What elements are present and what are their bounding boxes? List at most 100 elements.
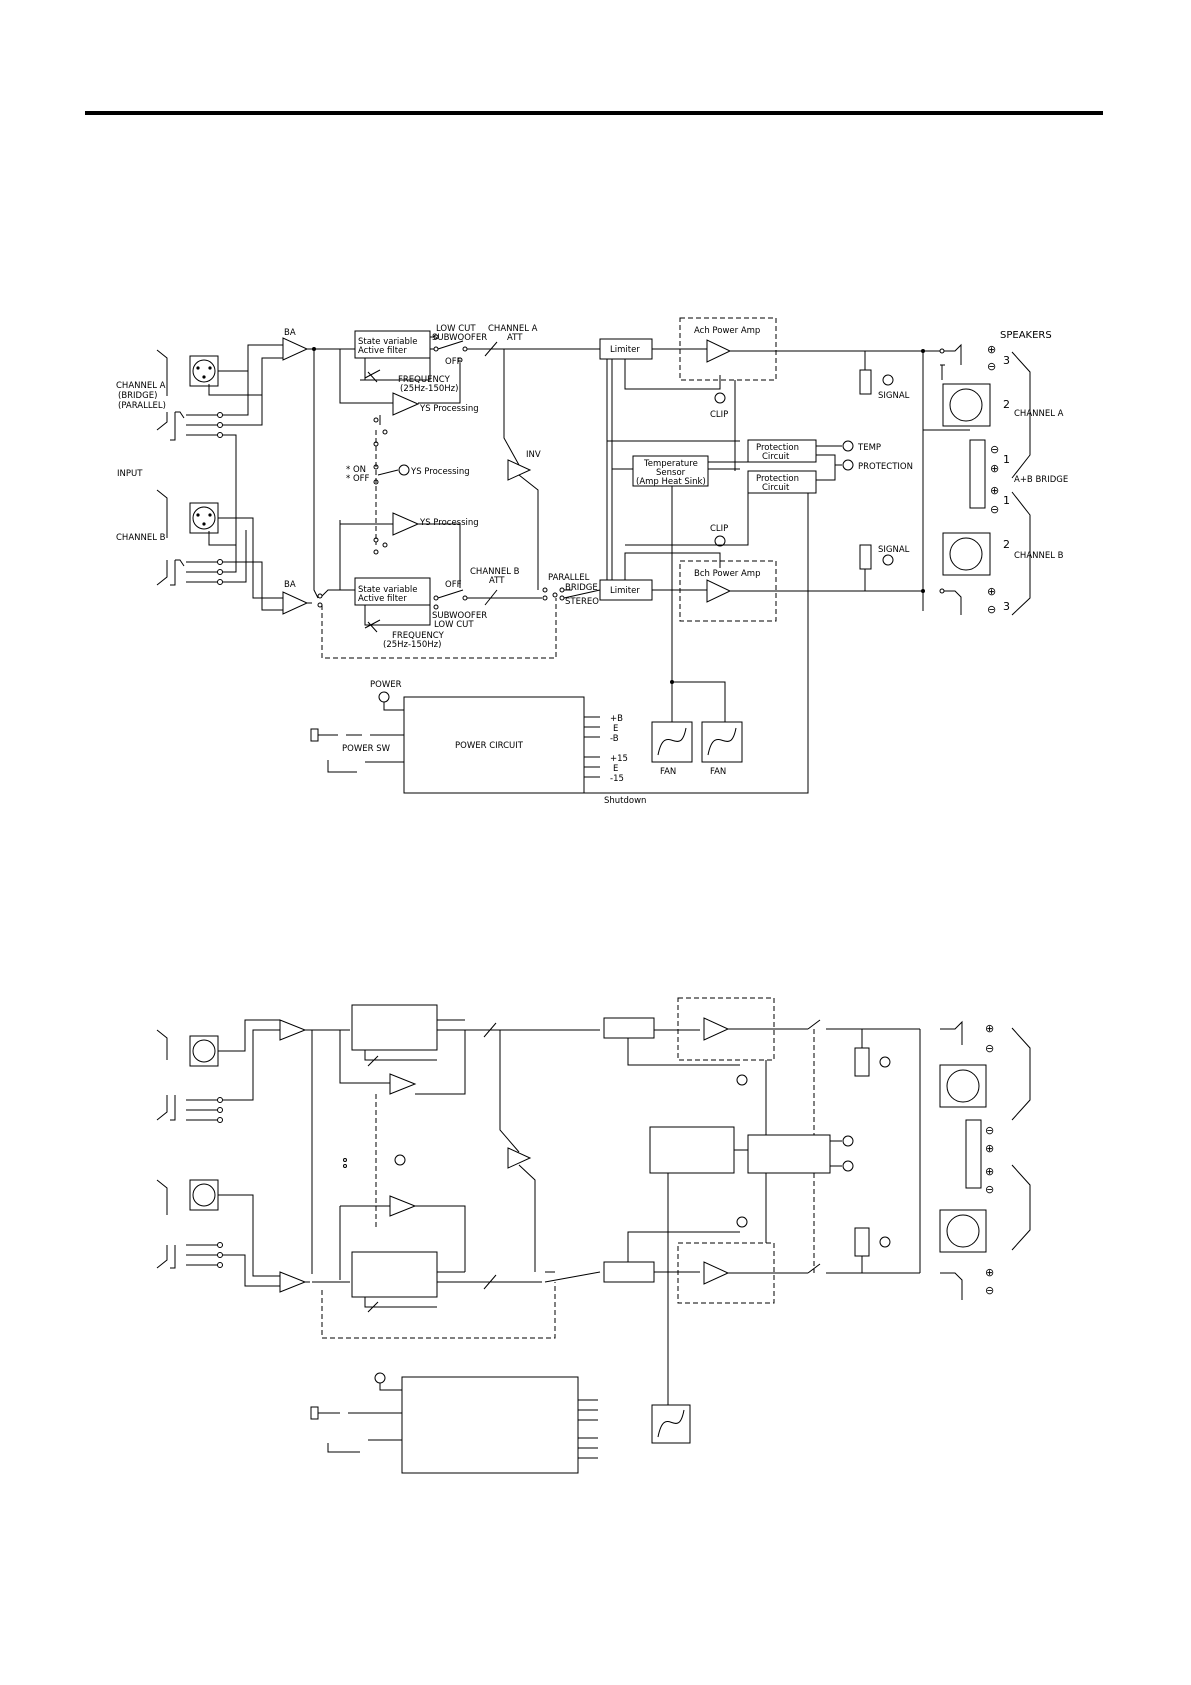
protection-2-label-a: Protection xyxy=(756,474,799,484)
speakon-b-icon xyxy=(949,537,983,571)
header-rule xyxy=(85,111,1103,115)
protection-led-icon xyxy=(842,459,854,471)
parallel-label: (PARALLEL) xyxy=(118,401,166,411)
low-cut-b-label: LOW CUT xyxy=(434,620,474,630)
minus-b-rail: -B xyxy=(610,734,619,744)
speakers-label: SPEAKERS xyxy=(1000,330,1052,341)
power-label: POWER xyxy=(370,680,402,690)
clip-b-led-icon xyxy=(714,535,726,547)
protection-label: PROTECTION xyxy=(858,462,913,472)
pin-2a: 2 xyxy=(1003,398,1010,411)
bottom-protection-led-icon xyxy=(842,1160,854,1172)
pin-3b: 3 xyxy=(1003,600,1010,613)
bottom-minus-1b: ⊖ xyxy=(985,1183,994,1196)
plus-a3: ⊕ xyxy=(987,343,996,356)
signal-a-label: SIGNAL xyxy=(878,391,910,401)
channel-b-output-label: CHANNEL B xyxy=(1014,551,1064,561)
protection-1-label-a: Protection xyxy=(756,443,799,453)
ba-a-amp xyxy=(282,337,309,361)
channel-b-att-label: CHANNEL B xyxy=(470,567,520,577)
fan-1-box xyxy=(651,721,693,763)
bottom-minus-1a: ⊖ xyxy=(985,1124,994,1137)
shutdown-label: Shutdown xyxy=(604,796,646,806)
signal-a-led-icon xyxy=(882,374,894,386)
channel-a-att-icon xyxy=(467,341,600,357)
plus-1a: ⊕ xyxy=(990,462,999,475)
pin-1a: 1 xyxy=(1003,453,1010,466)
ys-processing-b-label: YS Processing xyxy=(419,518,479,528)
bottom-speakon-a-icon xyxy=(946,1069,980,1103)
ach-amp-label: Ach Power Amp xyxy=(694,326,760,336)
bottom-clip-a-led-icon xyxy=(736,1074,748,1086)
clip-b-label: CLIP xyxy=(710,524,728,534)
power-circuit-label: POWER CIRCUIT xyxy=(455,741,524,751)
bottom-clip-b-led-icon xyxy=(736,1216,748,1228)
plus-b-rail: +B xyxy=(610,714,623,724)
bottom-protection xyxy=(747,1134,831,1174)
bottom-bridge-terminal xyxy=(965,1119,982,1189)
subwoofer-a-label: SUBWOOFER xyxy=(432,333,487,343)
pin-3a: 3 xyxy=(1003,354,1010,367)
fan-2-label: FAN xyxy=(710,767,726,777)
protection-circuit-1 xyxy=(747,439,817,463)
plus-1b: ⊕ xyxy=(990,484,999,497)
bottom-plus-1a: ⊕ xyxy=(985,1142,994,1155)
minus-b3: ⊖ xyxy=(987,603,996,616)
low-cut-a-label: LOW CUT xyxy=(436,324,476,334)
temp-sensor-label-3: (Amp Heat Sink) xyxy=(636,477,706,487)
filter-a-label-1: State variable xyxy=(358,337,418,347)
fan-1-icon xyxy=(657,727,687,756)
temp-label: TEMP xyxy=(857,443,881,453)
bottom-filter-b xyxy=(351,1251,438,1298)
bottom-filter-a xyxy=(351,1004,438,1051)
channel-b-input-label: CHANNEL B xyxy=(116,533,166,543)
xlr-b-icon xyxy=(192,506,216,530)
freq-b-pot-icon xyxy=(364,619,381,633)
temperature-sensor-box xyxy=(632,455,709,487)
top-diagram: CHANNEL A (BRIDGE) (PARALLEL) INPUT CHAN… xyxy=(116,317,1068,806)
bottom-minus-a3: ⊖ xyxy=(985,1042,994,1055)
e-rail-1: E xyxy=(613,724,618,734)
bottom-speakon-a xyxy=(939,1064,987,1108)
channel-a-att-label: CHANNEL A xyxy=(488,324,538,334)
temp-sensor-label-2: Sensor xyxy=(656,468,686,478)
protection-circuit-2 xyxy=(747,470,817,494)
bottom-ys-led-icon xyxy=(394,1154,406,1166)
off-a-label: OFF xyxy=(445,357,462,367)
ys-processing-switch-label: YS Processing xyxy=(410,467,470,477)
freq-b-label-1: FREQUENCY xyxy=(392,631,445,641)
bottom-speakon-b-icon xyxy=(946,1214,980,1248)
channel-a-att-sub: ATT xyxy=(507,333,523,343)
temp-led-icon xyxy=(842,440,854,452)
bottom-plus-1b: ⊕ xyxy=(985,1165,994,1178)
fan-2-icon xyxy=(707,727,737,756)
ys-led-icon xyxy=(398,464,410,476)
power-led-icon xyxy=(378,691,390,703)
filter-b-label-1: State variable xyxy=(358,585,418,595)
signal-b-meter xyxy=(859,544,872,570)
bridge-label: (BRIDGE) xyxy=(118,391,157,401)
bottom-limiter-b xyxy=(603,1261,655,1283)
off-switch-label: * OFF xyxy=(346,474,370,484)
ach-amp-icon xyxy=(706,339,732,363)
freq-a-pot-icon xyxy=(364,369,381,383)
bottom-signal-a-led-icon xyxy=(879,1056,891,1068)
fan-1-label: FAN xyxy=(660,767,676,777)
bottom-xlr-a-icon xyxy=(192,1039,216,1063)
bottom-plug-icon xyxy=(310,1406,319,1420)
power-switch-label: POWER SW xyxy=(342,744,391,754)
ba-b-label: BA xyxy=(284,580,296,590)
minus-a3: ⊖ xyxy=(987,360,996,373)
e-rail-2: E xyxy=(613,764,618,774)
bottom-temp-sensor xyxy=(649,1126,735,1174)
bottom-diagram: ⊕ ⊖ ⊖ ⊕ ⊕ ⊖ ⊕ ⊖ xyxy=(156,997,1031,1474)
bottom-limiter-a xyxy=(603,1017,655,1039)
channel-a-input xyxy=(156,344,283,495)
on-label: * ON xyxy=(346,465,366,475)
xlr-a-icon xyxy=(192,359,216,383)
bottom-signal-b-led-icon xyxy=(879,1236,891,1248)
temp-sensor-label-1: Temperature xyxy=(643,459,698,469)
minus-1b: ⊖ xyxy=(990,503,999,516)
bottom-power-led-icon xyxy=(374,1372,386,1384)
